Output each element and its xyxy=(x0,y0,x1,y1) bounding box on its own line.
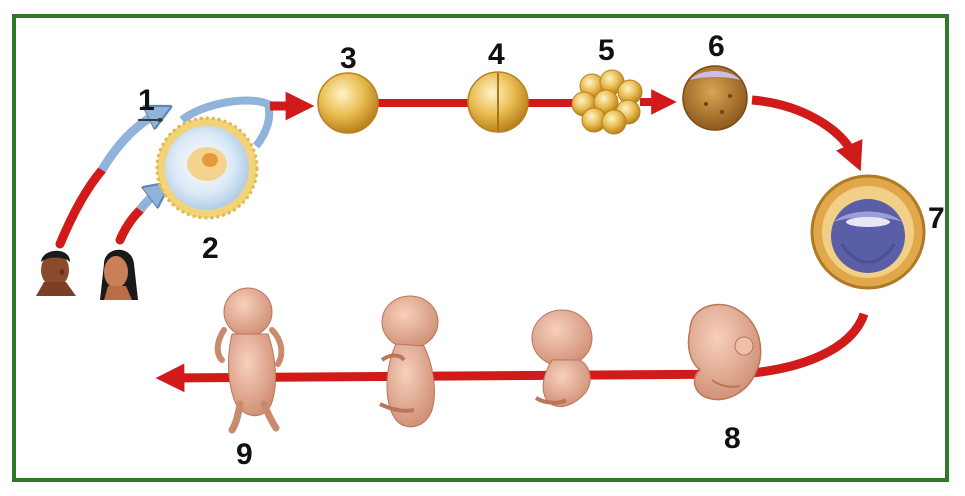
zygote-icon xyxy=(318,73,378,133)
implanted-embryo-icon xyxy=(812,176,924,288)
label-7: 7 xyxy=(928,202,945,235)
label-5: 5 xyxy=(598,34,615,67)
embryo-icon xyxy=(688,304,760,399)
label-4: 4 xyxy=(488,38,505,71)
egg-cell-icon xyxy=(157,118,257,218)
fetus-icon xyxy=(380,296,438,427)
label-6: 6 xyxy=(708,30,725,63)
label-8: 8 xyxy=(724,422,741,455)
red-arrow-woman xyxy=(120,210,140,240)
woman-head-icon xyxy=(100,250,138,300)
blastocyst-icon xyxy=(683,66,747,130)
fetus-icon xyxy=(532,310,592,407)
label-3: 3 xyxy=(340,42,357,75)
blue-arrow-ovum-path xyxy=(140,190,160,210)
red-arrow-man xyxy=(60,170,102,244)
red-arrow-to-7 xyxy=(752,100,855,158)
two-cell-icon xyxy=(468,72,528,132)
label-2: 2 xyxy=(202,232,219,265)
label-1: 1 xyxy=(138,84,155,117)
baby-icon xyxy=(218,288,282,430)
label-9: 9 xyxy=(236,438,253,471)
man-head-icon xyxy=(36,251,76,296)
morula-icon xyxy=(572,70,642,134)
